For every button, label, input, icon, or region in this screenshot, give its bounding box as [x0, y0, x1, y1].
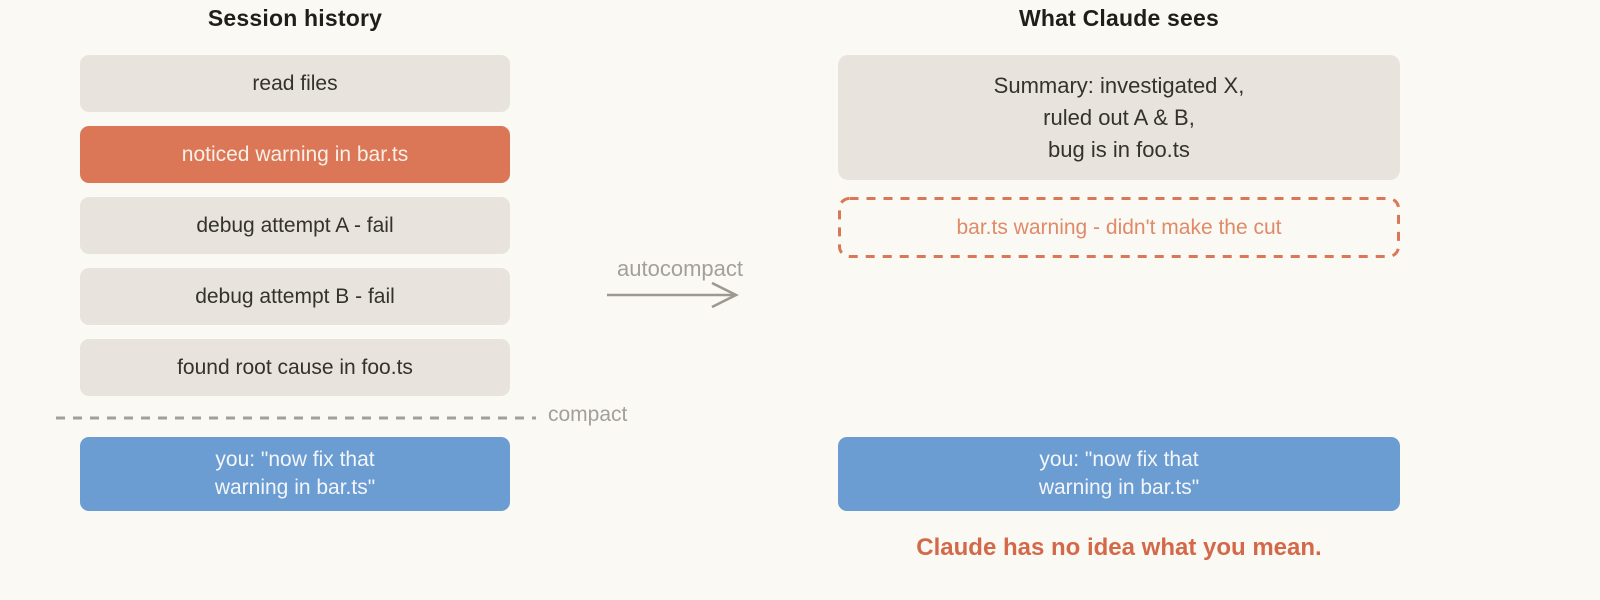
session-item-root-cause: found root cause in foo.ts [80, 339, 510, 396]
session-item-read-files: read files [80, 55, 510, 112]
dropped-content-box: bar.ts warning - didn't make the cut [838, 197, 1400, 258]
session-item-noticed-warning: noticed warning in bar.ts [80, 126, 510, 183]
right-arrow-icon [607, 281, 739, 309]
no-idea-caption: Claude has no idea what you mean. [916, 534, 1322, 561]
session-item-debug-b: debug attempt B - fail [80, 268, 510, 325]
dropped-content-label: bar.ts warning - didn't make the cut [956, 215, 1282, 239]
what-claude-sees-title: What Claude sees [1018, 5, 1220, 31]
user-message-bubble-left: you: "now fix that warning in bar.ts" [80, 437, 510, 511]
session-history-title: Session history [207, 5, 383, 31]
session-history-list: read files noticed warning in bar.ts deb… [80, 55, 510, 396]
compact-divider-line [56, 416, 536, 420]
session-item-debug-a: debug attempt A - fail [80, 197, 510, 254]
summary-card: Summary: investigated X, ruled out A & B… [838, 55, 1400, 180]
user-message-bubble-right: you: "now fix that warning in bar.ts" [838, 437, 1400, 511]
autocompact-label: autocompact [617, 256, 743, 281]
dashed-border [838, 197, 1400, 258]
compact-divider-label: compact [548, 403, 628, 426]
